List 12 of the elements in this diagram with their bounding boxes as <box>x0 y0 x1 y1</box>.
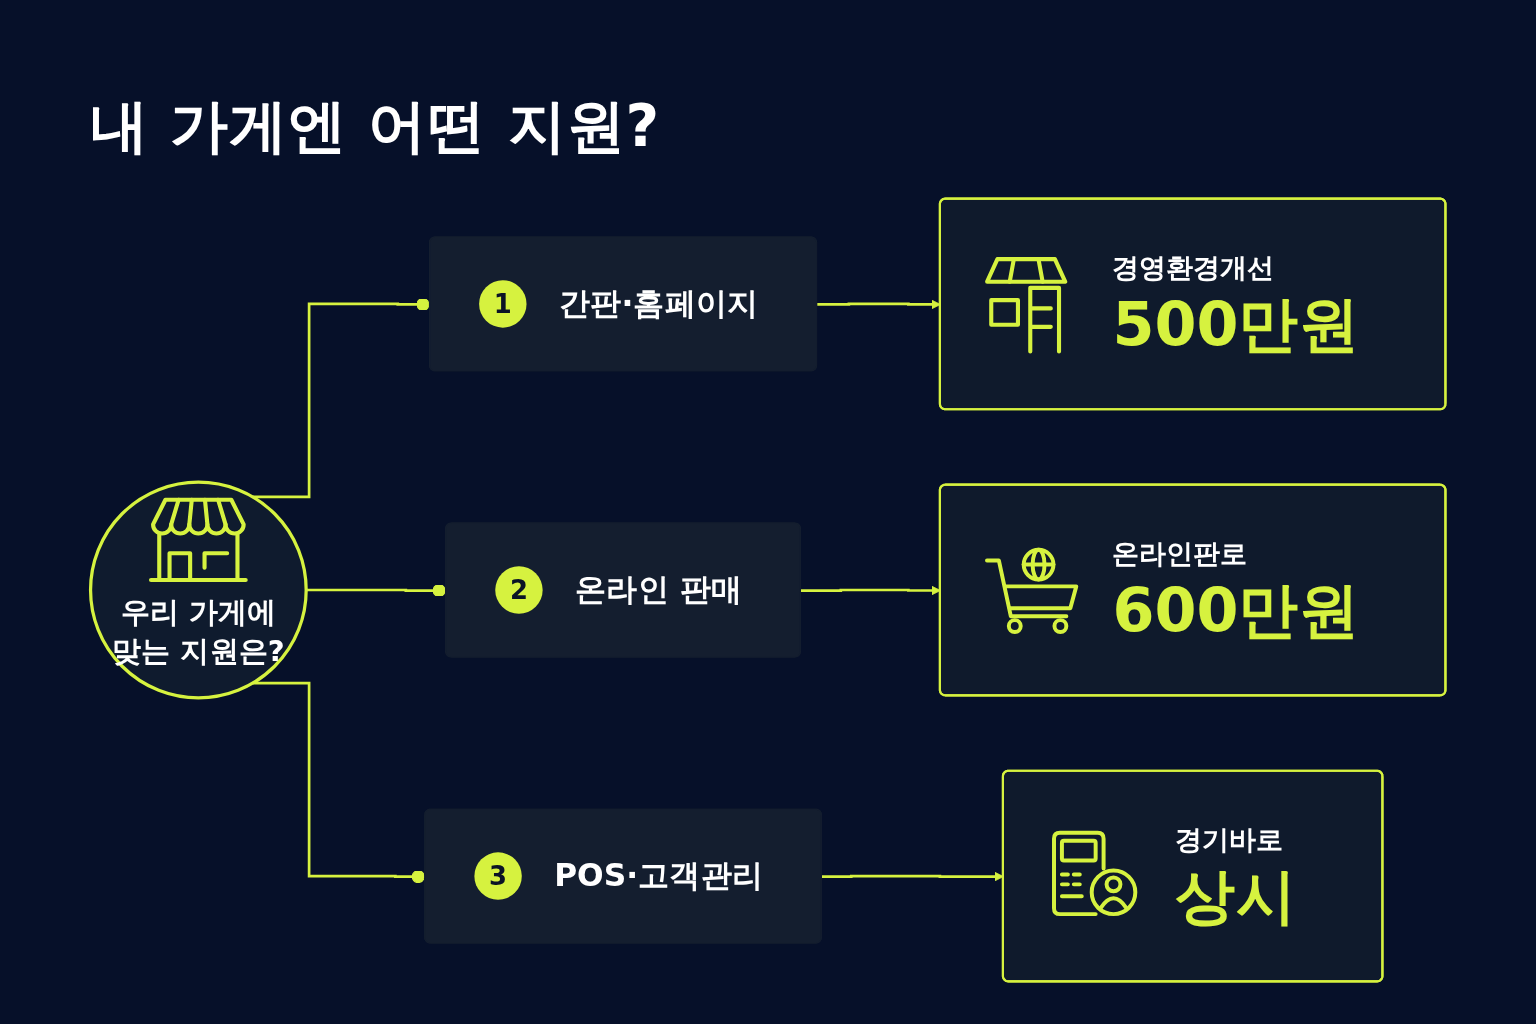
node-circle <box>88 480 308 700</box>
node-title: 경영환경개선 <box>1112 251 1275 286</box>
node-value: 600만원 <box>1112 577 1360 644</box>
node-label: 우리 가게에 맞는 지원은? <box>112 594 285 668</box>
node-value: 500만원 <box>1112 291 1360 358</box>
node-title: 경기바로 <box>1175 823 1284 858</box>
node-value: 상시 <box>1175 863 1297 930</box>
step-label: 간판·홈페이지 <box>558 284 759 324</box>
step-label: 온라인 판매 <box>575 570 743 610</box>
node-title: 온라인판로 <box>1112 537 1248 572</box>
step-label: POS·고객관리 <box>554 856 764 896</box>
title: 내 가게엔 어떤 지원? <box>90 91 661 162</box>
